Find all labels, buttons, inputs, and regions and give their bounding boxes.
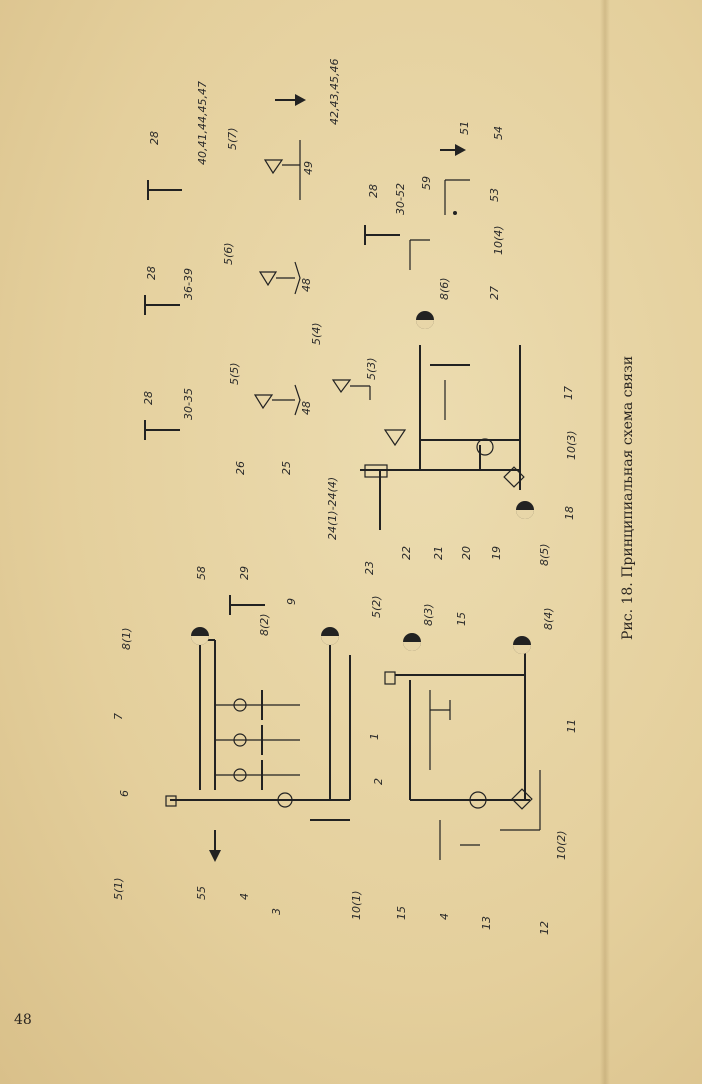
label-24: 24(1)-24(4) bbox=[326, 477, 339, 540]
indicator-8-6 bbox=[416, 311, 434, 329]
label-15: 15 bbox=[395, 906, 408, 920]
middle-circuit bbox=[360, 345, 525, 530]
arrow-55 bbox=[209, 830, 221, 862]
label-49: 49 bbox=[302, 161, 315, 175]
element-59 bbox=[409, 239, 430, 270]
label-4a: 4 bbox=[238, 893, 251, 900]
label-53: 53 bbox=[488, 188, 501, 202]
label-5-3: 5(3) bbox=[365, 357, 378, 380]
label-6: 6 bbox=[118, 790, 131, 797]
label-18: 18 bbox=[563, 506, 576, 520]
page-fold-shadow bbox=[600, 0, 610, 1084]
speaker-5-3 bbox=[383, 429, 407, 447]
left-upper-circuit bbox=[170, 639, 351, 821]
label-16: 15 bbox=[455, 612, 468, 626]
label-5-5: 5(5) bbox=[228, 362, 241, 385]
label-30-52: 30-52 bbox=[394, 183, 407, 215]
label-11: 11 bbox=[565, 719, 578, 733]
indicator-8-4 bbox=[513, 636, 531, 654]
indicator-8-2 bbox=[321, 627, 339, 645]
label-8-6: 8(6) bbox=[438, 277, 451, 300]
label-26: 26 bbox=[234, 461, 247, 475]
label-23: 23 bbox=[363, 561, 376, 575]
label-59: 59 bbox=[420, 176, 433, 190]
label-29: 29 bbox=[238, 566, 251, 580]
label-5-2: 5(2) bbox=[370, 595, 383, 618]
label-42: 42,43,45,46 bbox=[328, 59, 341, 125]
label-28-c: 28 bbox=[148, 131, 161, 145]
label-13: 13 bbox=[480, 916, 493, 930]
label-8-5: 8(5) bbox=[538, 543, 551, 566]
arrow-42 bbox=[275, 94, 306, 106]
label-4b: 4 bbox=[438, 913, 451, 920]
label-28-b: 28 bbox=[145, 266, 158, 280]
speaker-5-7 bbox=[263, 140, 301, 200]
label-12: 12 bbox=[538, 921, 551, 935]
indicator-8-5 bbox=[516, 501, 534, 519]
label-10-1: 10(1) bbox=[350, 890, 363, 920]
label-5-1: 5(1) bbox=[112, 877, 125, 900]
label-5-6: 5(6) bbox=[222, 242, 235, 265]
label-27: 27 bbox=[488, 286, 501, 300]
label-54: 54 bbox=[492, 126, 505, 140]
label-8-1: 8(1) bbox=[120, 627, 133, 650]
label-30-35: 30-35 bbox=[182, 388, 195, 420]
label-48: 48 bbox=[300, 278, 313, 292]
label-25: 25 bbox=[280, 461, 293, 475]
indicator-8-3 bbox=[403, 633, 421, 651]
label-36-39: 36-39 bbox=[182, 268, 195, 300]
label-17: 17 bbox=[562, 386, 575, 400]
connector-5-2 bbox=[384, 671, 396, 685]
connector-5-1 bbox=[165, 795, 177, 807]
label-28-a: 28 bbox=[142, 391, 155, 405]
arrow-28-a bbox=[144, 420, 180, 440]
page-number: 48 bbox=[14, 1012, 32, 1028]
left-lower-circuit bbox=[395, 650, 541, 860]
label-8-2: 8(2) bbox=[258, 613, 271, 636]
label-10-4: 10(4) bbox=[492, 225, 505, 255]
speaker-5-4 bbox=[331, 379, 371, 400]
label-21: 21 bbox=[432, 546, 445, 560]
arrow-51 bbox=[440, 144, 466, 156]
speaker-5-5 bbox=[253, 384, 301, 416]
label-5-4: 5(4) bbox=[310, 322, 323, 345]
label-3: 3 bbox=[270, 908, 283, 915]
label-7: 7 bbox=[112, 713, 125, 720]
label-8-4: 8(4) bbox=[542, 607, 555, 630]
indicator-8-1 bbox=[191, 627, 209, 645]
label-5-7: 5(7) bbox=[226, 127, 239, 150]
label-51: 51 bbox=[458, 121, 471, 135]
label-55: 55 bbox=[195, 886, 208, 900]
label-48-a: 48 bbox=[300, 401, 313, 415]
arrow-28-b bbox=[144, 295, 180, 315]
arrow-28-d bbox=[364, 225, 400, 245]
figure-caption: Рис. 18. Принципиальная схема связи bbox=[620, 356, 636, 640]
label-8-3: 8(3) bbox=[422, 603, 435, 626]
speaker-5-6 bbox=[258, 261, 301, 295]
arrow-28-c bbox=[147, 180, 182, 200]
label-22: 22 bbox=[400, 546, 413, 560]
label-58: 58 bbox=[195, 566, 208, 580]
label-10-3: 10(3) bbox=[565, 430, 578, 460]
arrow-58 bbox=[229, 595, 265, 615]
label-1: 1 bbox=[368, 733, 381, 740]
label-19: 19 bbox=[490, 546, 503, 560]
element-53 bbox=[444, 179, 470, 215]
label-9: 9 bbox=[285, 598, 298, 605]
label-28-d: 28 bbox=[367, 184, 380, 198]
label-20: 20 bbox=[460, 546, 473, 560]
label-40: 40,41,44,45,47 bbox=[196, 81, 209, 165]
label-10-2: 10(2) bbox=[555, 830, 568, 860]
label-2: 2 bbox=[372, 778, 385, 785]
